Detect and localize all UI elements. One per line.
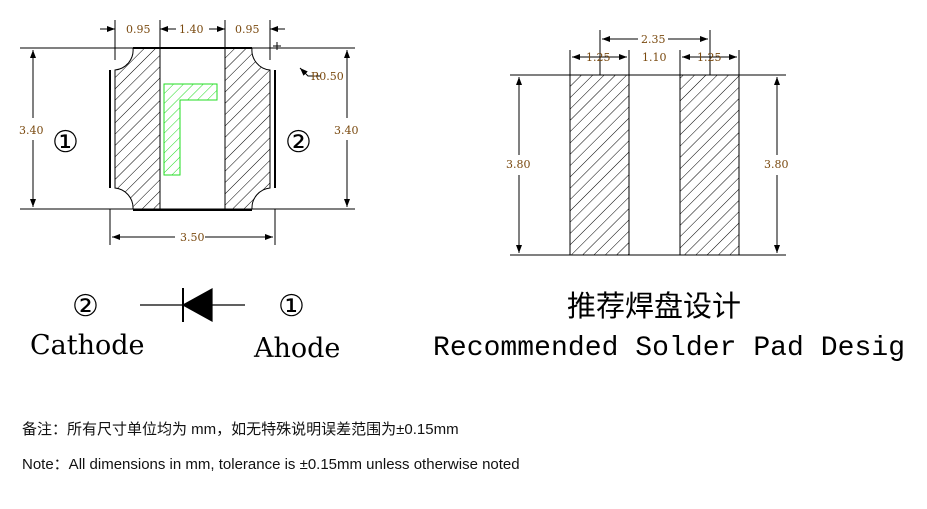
- dim-pad-width-left: 0.95: [126, 23, 151, 36]
- dim-height-right: 3.40: [334, 124, 359, 137]
- dim-height-left: 3.40: [19, 124, 44, 137]
- note-en: Note：All dimensions in mm, tolerance is …: [22, 456, 520, 473]
- pad-1: [114, 47, 161, 210]
- dim-span: 2.35: [641, 33, 666, 46]
- solder-pad-right: [679, 74, 740, 256]
- diode-right-pin: ①: [278, 289, 305, 324]
- dim-total-width: 3.50: [180, 231, 205, 244]
- dim-pad-gap: 1.10: [642, 51, 667, 64]
- dim-radius: R0.50: [311, 70, 344, 83]
- diode-symbol: [140, 287, 245, 323]
- dim-pad-left: 1.25: [586, 51, 611, 64]
- note-cn: 备注：所有尺寸单位均为 mm，如无特殊说明误差范围为±0.15mm: [22, 421, 459, 438]
- diode-left-pin: ②: [72, 289, 99, 324]
- dim-gap: 1.40: [179, 23, 204, 36]
- anode-label: Ahode: [253, 333, 340, 364]
- dim-pad-right: 1.25: [697, 51, 722, 64]
- recommended-pad-layout: [510, 30, 786, 256]
- polarity-mark: [163, 83, 218, 176]
- pin2-label: ②: [285, 125, 312, 160]
- title-cn: 推荐焊盘设计: [567, 289, 741, 323]
- dim-pad-height-right: 3.80: [764, 158, 789, 171]
- title-en: Recommended Solder Pad Desig: [433, 333, 905, 364]
- pin1-label: ①: [52, 125, 79, 160]
- cathode-label: Cathode: [30, 330, 145, 361]
- dim-pad-height-left: 3.80: [506, 158, 531, 171]
- component-footprint: [20, 20, 355, 245]
- pad-2: [224, 47, 271, 210]
- solder-pad-left: [569, 74, 630, 256]
- dim-pad-width-right: 0.95: [235, 23, 260, 36]
